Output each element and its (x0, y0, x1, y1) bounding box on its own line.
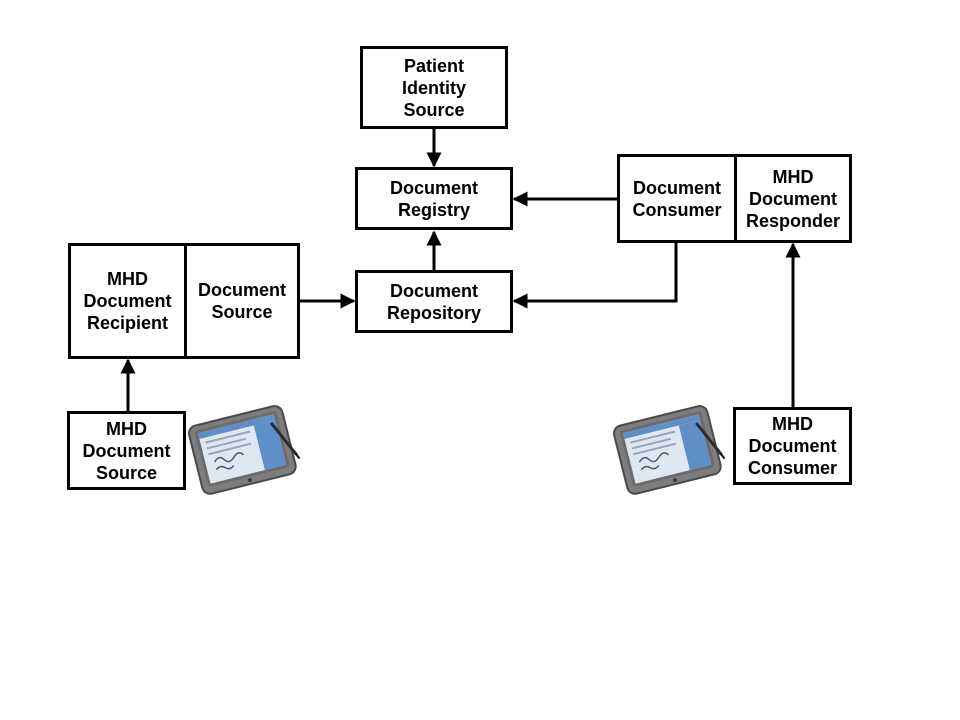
mhd-document-responder-label: MHD Document Responder (745, 166, 841, 231)
document-repository-box: Document Repository (355, 270, 513, 333)
tablet-pen-icon (613, 405, 725, 495)
document-source-box: Document Source (184, 243, 300, 359)
document-consumer-box: Document Consumer (617, 154, 737, 243)
mhd-document-source-box: MHD Document Source (67, 411, 186, 490)
mhd-document-consumer-box: MHD Document Consumer (733, 407, 852, 485)
tablet-pen-icon (188, 405, 300, 495)
document-registry-box: Document Registry (355, 167, 513, 230)
document-repository-label: Document Repository (386, 280, 482, 323)
mhd-document-consumer-label: MHD Document Consumer (747, 414, 837, 478)
arrow-consumer-to-repository (512, 242, 678, 309)
mhd-document-recipient-label: MHD Document Recipient (83, 269, 172, 333)
mhd-document-source-label: MHD Document Source (82, 418, 171, 483)
document-registry-label: Document Registry (389, 177, 478, 220)
document-source-label: Document Source (197, 280, 286, 322)
consumer-responder-group: Document Consumer MHD Document Responder (617, 154, 852, 243)
document-consumer-label: Document Consumer (632, 177, 722, 220)
recipient-source-group: MHD Document Recipient Document Source (68, 243, 300, 359)
mhd-document-recipient-box: MHD Document Recipient (68, 243, 187, 359)
mhd-document-responder-box: MHD Document Responder (734, 154, 852, 243)
patient-identity-source-label: Patient Identity Source (401, 55, 466, 120)
patient-identity-source-box: Patient Identity Source (360, 46, 508, 129)
